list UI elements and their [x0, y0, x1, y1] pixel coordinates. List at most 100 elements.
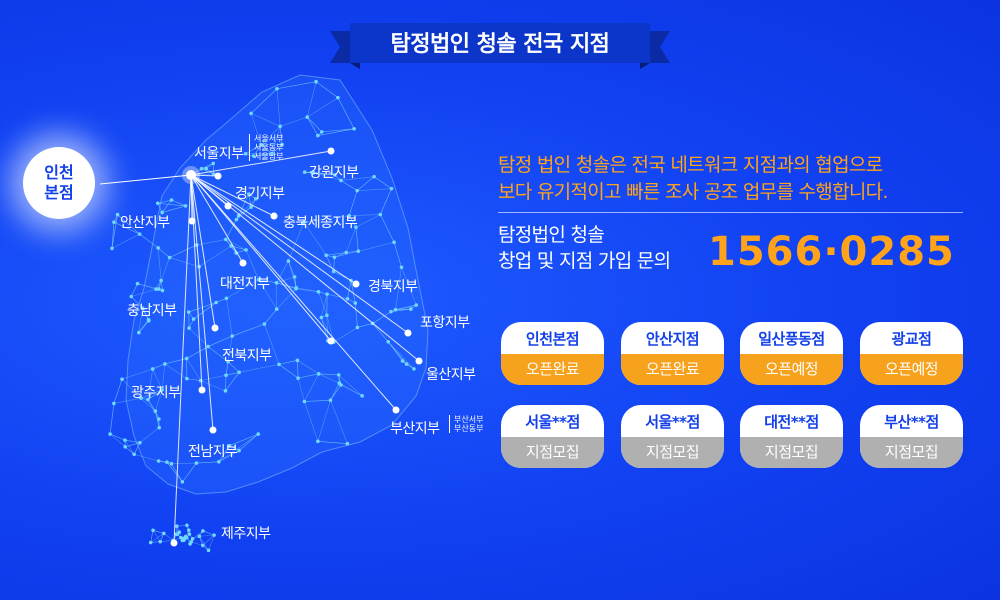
mesh-node	[336, 95, 340, 100]
branch-name: 서울**점	[525, 413, 580, 431]
mesh-link	[321, 294, 328, 318]
mesh-link	[160, 257, 170, 281]
mesh-node	[292, 275, 297, 279]
mesh-link	[208, 535, 215, 551]
mesh-node	[211, 172, 216, 176]
mesh-link	[297, 360, 299, 379]
mesh-node	[237, 448, 241, 453]
busan-sub-branches-item: 부산동부	[454, 424, 484, 433]
mesh-node	[169, 198, 174, 202]
mesh-link	[372, 323, 389, 342]
mesh-link	[245, 249, 259, 280]
mesh-link	[113, 221, 140, 235]
mesh-node	[175, 524, 179, 528]
branch-label-busan: 부산지부	[390, 421, 440, 437]
mesh-node	[345, 441, 350, 446]
mesh-node	[160, 288, 165, 293]
mesh-link	[315, 81, 339, 98]
mesh-node	[392, 240, 396, 245]
mesh-link	[357, 188, 392, 191]
mesh-link	[340, 176, 375, 181]
mesh-node	[227, 443, 232, 448]
mesh-node	[150, 367, 155, 371]
mesh-node	[295, 358, 300, 363]
mesh-link	[276, 282, 297, 289]
mesh-link	[155, 389, 163, 412]
mesh-node	[331, 269, 336, 274]
mesh-node	[324, 253, 328, 258]
mesh-link	[340, 180, 358, 191]
mesh-link	[337, 97, 355, 129]
mesh-node	[217, 459, 221, 464]
mesh-link	[113, 397, 142, 404]
mesh-node	[316, 133, 320, 138]
mesh-node	[412, 367, 416, 371]
mesh-node	[345, 296, 350, 301]
mesh-node	[224, 373, 228, 378]
mesh-node	[123, 438, 127, 442]
mesh-link	[125, 446, 135, 455]
mesh-link	[402, 360, 415, 370]
mesh-node	[314, 79, 318, 84]
mesh-link	[150, 533, 165, 543]
mesh-link	[152, 529, 164, 534]
branch-status: 오픈완료	[501, 354, 604, 385]
mesh-link	[339, 382, 363, 397]
mesh-link	[350, 280, 356, 304]
hub-link-busan	[190, 174, 397, 411]
hub-link-gwangju	[190, 174, 203, 391]
mesh-node	[129, 294, 134, 299]
branch-node-ansan	[188, 217, 196, 225]
mesh-link	[111, 222, 115, 249]
mesh-node	[224, 296, 229, 301]
mesh-node	[167, 255, 172, 260]
mesh-node	[135, 281, 140, 286]
hub-link-gyeongbuk	[190, 174, 357, 285]
mesh-node	[159, 278, 163, 283]
mesh-link	[355, 227, 359, 252]
mesh-link	[298, 373, 319, 379]
hub-link-pohang	[190, 174, 409, 334]
mesh-link	[161, 199, 172, 213]
mesh-link	[261, 126, 281, 145]
mesh-link	[186, 378, 201, 381]
mesh-link	[109, 433, 126, 441]
phone-number[interactable]: 1566·0285	[708, 229, 955, 275]
branch-status: 지점모집	[621, 437, 724, 468]
mesh-link	[161, 363, 166, 390]
mesh-link	[229, 433, 259, 446]
branch-node-seoul	[186, 170, 196, 180]
branch-status: 지점모집	[501, 437, 604, 468]
mesh-link	[199, 536, 209, 551]
mesh-link	[171, 462, 197, 465]
mesh-link	[134, 454, 159, 462]
mesh-link	[232, 323, 265, 337]
mesh-link	[201, 168, 214, 175]
mesh-node	[259, 142, 264, 147]
mesh-node	[175, 532, 180, 537]
intro-line-1: 탐정 법인 청솔은 전국 네트워크 지점과의 협업으로	[498, 154, 883, 176]
mesh-link	[387, 341, 403, 362]
mesh-link	[196, 461, 219, 464]
mesh-link	[401, 267, 417, 306]
mesh-link	[139, 427, 160, 443]
mesh-link	[261, 144, 273, 154]
mesh-link	[157, 199, 172, 204]
seoul-sub-branches-item: 서울동부	[254, 143, 284, 152]
mesh-link	[226, 279, 259, 299]
mesh-link	[111, 214, 118, 249]
mesh-link	[321, 128, 355, 133]
mesh-node	[110, 246, 114, 251]
branch-node-jeju	[170, 539, 178, 547]
incheon-hq-badge[interactable]: 인천 본점	[23, 147, 95, 219]
mesh-node	[194, 461, 199, 465]
mesh-node	[353, 301, 358, 305]
